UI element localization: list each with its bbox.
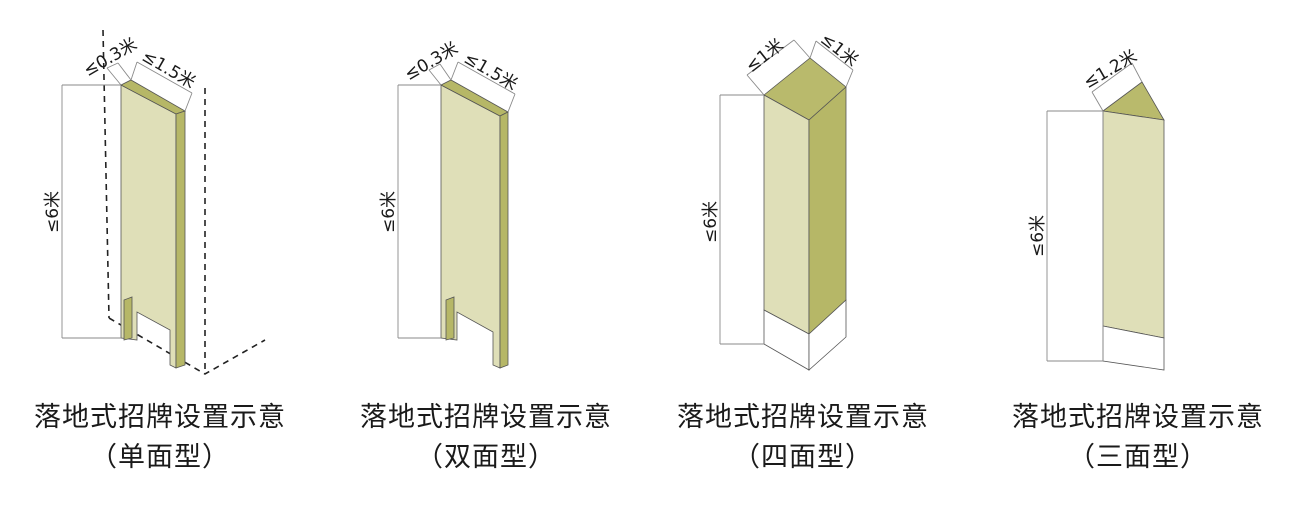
- side-dimension-label: ≤1.2米: [1080, 46, 1140, 92]
- width-dimension-label: ≤1.5米: [460, 48, 520, 94]
- column-side-face: [808, 86, 847, 335]
- caption-three-sided: 落地式招牌设置示意 （三面型）: [978, 398, 1298, 478]
- figure-three-sided: ≤6米 ≤1.2米: [1028, 46, 1165, 371]
- side-b-dimension-label: ≤1米: [816, 29, 861, 71]
- top-dimension-lines: [428, 61, 516, 113]
- height-dimension-label: ≤6米: [1028, 215, 1048, 257]
- prism-front-face: [1102, 110, 1165, 339]
- thickness-dimension-label: ≤0.3米: [401, 38, 461, 84]
- top-dimension-lines: [746, 39, 854, 96]
- height-dimension-line: [61, 84, 121, 339]
- thickness-dimension-label: ≤0.3米: [80, 34, 140, 80]
- caption-title: 落地式招牌设置示意: [677, 402, 929, 433]
- height-dimension-line: [719, 94, 764, 345]
- top-dimension-lines: [106, 61, 193, 112]
- caption-single-sided: 落地式招牌设置示意 （单面型）: [0, 398, 320, 478]
- height-dimension-label: ≤6米: [701, 201, 721, 243]
- sign-side-face: [499, 111, 509, 369]
- caption-type: （三面型）: [1068, 442, 1208, 473]
- caption-four-sided: 落地式招牌设置示意 （四面型）: [643, 398, 963, 478]
- caption-type: （单面型）: [90, 442, 230, 473]
- figure-single-sided: ≤6米 ≤0.3米 ≤1.5米: [43, 29, 266, 375]
- column-front-face: [763, 94, 810, 335]
- caption-double-sided: 落地式招牌设置示意 （双面型）: [326, 398, 646, 478]
- caption-title: 落地式招牌设置示意: [360, 402, 612, 433]
- height-dimension-line: [397, 84, 441, 339]
- caption-type: （双面型）: [416, 442, 556, 473]
- figure-four-sided: ≤6米 ≤1米 ≤1米: [701, 29, 862, 371]
- height-dimension-label: ≤6米: [43, 191, 63, 233]
- sign-leg-left: [123, 296, 133, 341]
- width-dimension-label: ≤1.5米: [138, 46, 198, 92]
- ground-reference-line: [108, 317, 266, 375]
- height-dimension-line: [1046, 110, 1103, 362]
- wall-reference-line: [102, 29, 110, 319]
- sign-side-face: [175, 110, 186, 369]
- height-dimension-label: ≤6米: [379, 191, 399, 233]
- side-a-dimension-label: ≤1米: [742, 35, 787, 77]
- caption-type: （四面型）: [733, 442, 873, 473]
- figure-double-sided: ≤6米 ≤0.3米 ≤1.5米: [379, 38, 521, 369]
- sign-leg-left: [445, 296, 455, 341]
- column-base-side: [808, 299, 847, 371]
- top-dimension-lines: [1091, 62, 1143, 112]
- caption-title: 落地式招牌设置示意: [34, 402, 286, 433]
- caption-title: 落地式招牌设置示意: [1012, 402, 1264, 433]
